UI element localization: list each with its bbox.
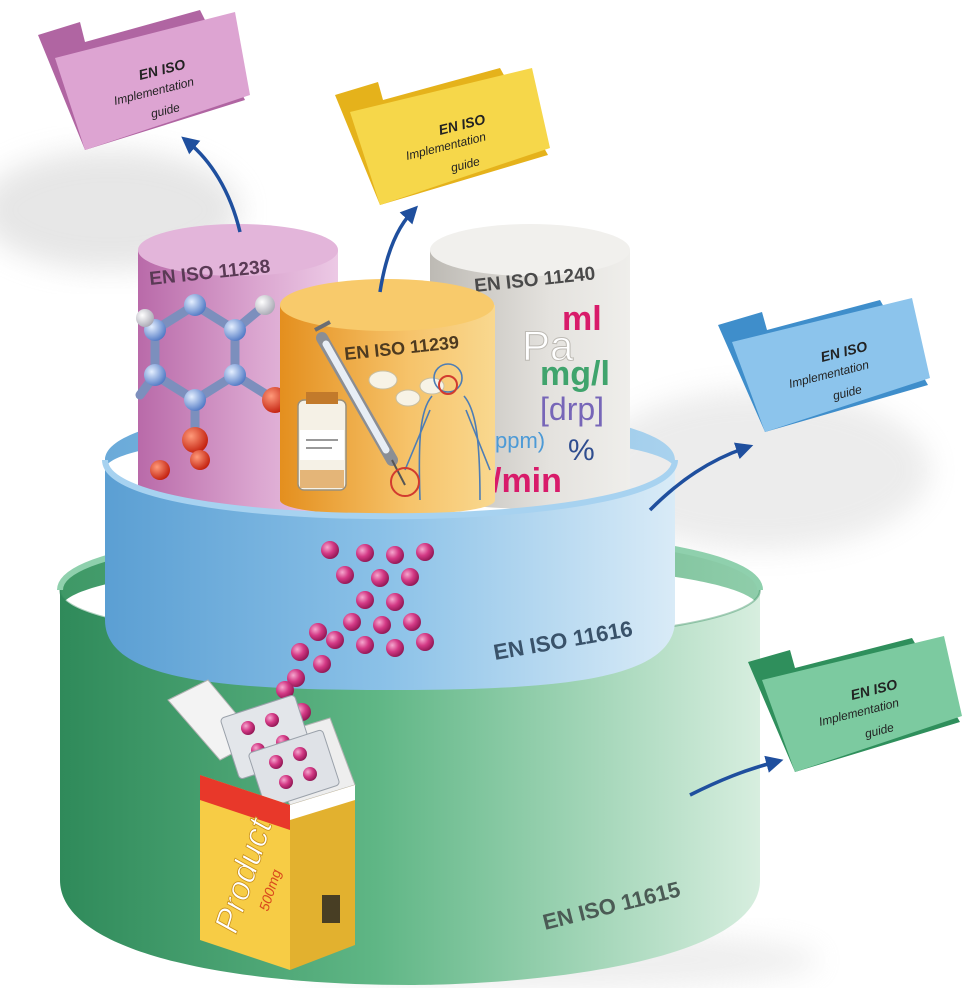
unit-ml: ml: [562, 300, 602, 338]
unit-pa: Pa: [522, 322, 574, 369]
green-guide-line3: guide: [863, 720, 895, 741]
ring-en-iso-11616-front: EN ISO 11616: [102, 459, 678, 690]
blister-pack: [220, 695, 340, 809]
arrows: [181, 136, 784, 797]
folder-guide-green[interactable]: EN ISO Implementation guide: [748, 636, 962, 772]
folder-guide-pink[interactable]: EN ISO Implementation guide: [0, 0, 250, 150]
folder-guide-blue[interactable]: EN ISO Implementation guide: [718, 298, 930, 432]
unit-per-min: /min: [492, 462, 562, 500]
unit-ppm: ppm): [495, 428, 545, 453]
unit-drp: [drp]: [540, 391, 604, 427]
arrow-to-green-guide: [689, 755, 784, 797]
yellow-guide-line3: guide: [449, 154, 481, 175]
unit-mgl: mg/l: [540, 355, 610, 393]
arrow-to-blue-guide: [648, 442, 754, 512]
syringe-icon: [314, 320, 406, 486]
folder-guide-yellow[interactable]: EN ISO Implementation guide: [335, 68, 550, 205]
tablets-icon: [368, 370, 445, 407]
barcode-icon: [322, 895, 340, 923]
human-body-icon: [390, 363, 491, 501]
arrow-to-pink-guide: [181, 136, 242, 233]
unit-percent: %: [568, 434, 595, 467]
product-box: Product 500mg: [167, 679, 356, 970]
cylinder-en-iso-11239: EN ISO 11239: [280, 279, 495, 515]
pink-guide-line3: guide: [149, 100, 181, 121]
arrow-to-yellow-guide: [378, 205, 419, 293]
pills-pattern: [267, 541, 434, 728]
vial-icon: [297, 392, 347, 491]
blue-guide-line3: guide: [831, 382, 863, 403]
